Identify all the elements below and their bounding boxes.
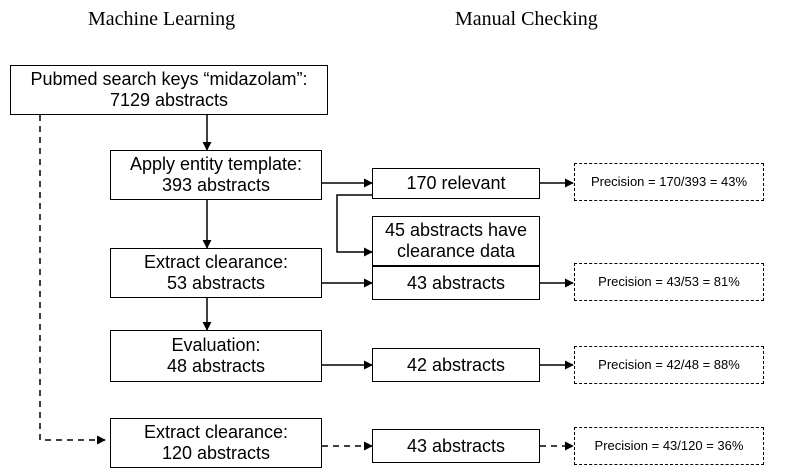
precision-evaluation-label: Precision = 42/48 = 88% <box>598 357 740 372</box>
precision-extract-label: Precision = 43/53 = 81% <box>598 274 740 289</box>
template-line1: Apply entity template: <box>129 154 303 174</box>
arrow-relevant-to-clearance-data <box>336 194 373 257</box>
precision-extract-box: Precision = 43/53 = 81% <box>574 263 764 301</box>
evaluation-checked-label: 42 abstracts <box>406 354 506 375</box>
extract-box: Extract clearance: 53 abstracts <box>110 248 322 298</box>
dashed-arrow-search-to-extract-all <box>39 115 106 445</box>
template-line2: 393 abstracts <box>161 175 271 195</box>
extract-line1: Extract clearance: <box>143 252 289 272</box>
header-machine-learning: Machine Learning <box>88 8 236 30</box>
relevant-label: 170 relevant <box>406 173 506 193</box>
template-box: Apply entity template: 393 abstracts <box>110 150 322 200</box>
clearance-data-box: 45 abstracts have clearance data <box>372 216 540 266</box>
header-manual-checking: Manual Checking <box>455 8 598 30</box>
extract-checked-box: 43 abstracts <box>372 266 540 300</box>
evaluation-line2: 48 abstracts <box>166 356 266 376</box>
search-box: Pubmed search keys “midazolam”: 7129 abs… <box>10 65 328 115</box>
precision-extract-all-label: Precision = 43/120 = 36% <box>594 438 744 453</box>
precision-evaluation-box: Precision = 42/48 = 88% <box>574 346 764 384</box>
extract-checked-label: 43 abstracts <box>406 272 506 293</box>
precision-template-label: Precision = 170/393 = 43% <box>590 174 748 189</box>
extract-line2: 53 abstracts <box>166 273 266 293</box>
extract-all-checked-label: 43 abstracts <box>406 435 506 456</box>
relevant-box: 170 relevant <box>372 168 540 199</box>
evaluation-box: Evaluation: 48 abstracts <box>110 330 322 382</box>
precision-extract-all-box: Precision = 43/120 = 36% <box>574 427 764 465</box>
extract-all-box: Extract clearance: 120 abstracts <box>110 418 322 468</box>
evaluation-line1: Evaluation: <box>171 335 261 355</box>
evaluation-checked-box: 42 abstracts <box>372 348 540 382</box>
extract-all-checked-box: 43 abstracts <box>372 429 540 463</box>
precision-template-box: Precision = 170/393 = 43% <box>574 163 764 201</box>
search-line1: Pubmed search keys “midazolam”: <box>30 69 308 89</box>
clearance-data-line2: clearance data <box>396 241 516 261</box>
clearance-data-line1: 45 abstracts have <box>384 220 528 240</box>
extract-all-line2: 120 abstracts <box>161 443 271 463</box>
search-line2: 7129 abstracts <box>109 90 229 110</box>
extract-all-line1: Extract clearance: <box>143 422 289 442</box>
